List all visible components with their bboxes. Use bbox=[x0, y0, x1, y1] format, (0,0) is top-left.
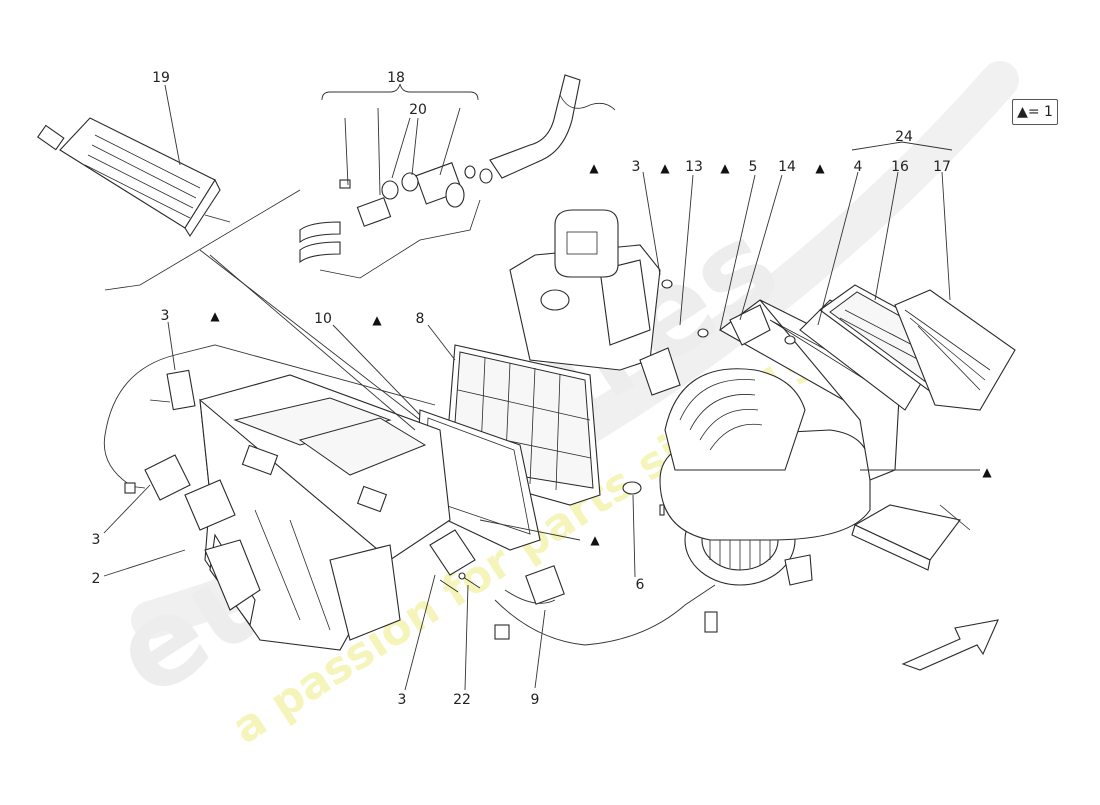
small-fasteners bbox=[639, 279, 796, 396]
triangle-marker-icon: ▲ bbox=[660, 161, 670, 175]
part-18-expansion-valve-group bbox=[104, 74, 616, 291]
callout-14: 14 bbox=[778, 159, 796, 175]
part-3-actuator-left-bottom bbox=[127, 454, 191, 501]
part-17-cabin-filter-outer bbox=[894, 289, 1016, 411]
callout-16: 16 bbox=[891, 159, 909, 175]
part-blower-scroll-housing bbox=[659, 299, 901, 541]
callout-3-left-top: 3 bbox=[161, 308, 170, 324]
part-control-module bbox=[851, 504, 971, 571]
part-2-heater-housing bbox=[184, 374, 451, 651]
triangle-markers: ▲ ▲ ▲ ▲ ▲ ▲ ▲ ▲ bbox=[210, 161, 992, 547]
callout-6: 6 bbox=[636, 577, 645, 593]
callout-labels: 19 18 20 24 3 13 5 14 4 16 17 10 8 3 3 2… bbox=[92, 70, 951, 708]
part-air-distribution-duct bbox=[509, 209, 661, 371]
callout-19: 19 bbox=[152, 70, 170, 86]
triangle-marker-icon: ▲ bbox=[589, 161, 599, 175]
callout-4: 4 bbox=[854, 159, 863, 175]
triangle-marker-icon: ▲ bbox=[372, 313, 382, 327]
part-3-actuator-bottom bbox=[429, 529, 476, 593]
callout-24: 24 bbox=[895, 129, 913, 145]
legend-box: ▲= 1 bbox=[1012, 99, 1058, 125]
triangle-marker-icon: ▲ bbox=[590, 533, 600, 547]
callout-13: 13 bbox=[685, 159, 703, 175]
callout-3-top: 3 bbox=[632, 159, 641, 175]
triangle-marker-icon: ▲ bbox=[720, 161, 730, 175]
leader-lines bbox=[103, 84, 980, 691]
callout-22: 22 bbox=[453, 692, 471, 708]
part-9-wiring-harness bbox=[494, 565, 718, 646]
direction-arrow-icon bbox=[901, 619, 999, 671]
part-19-filter-element bbox=[37, 117, 231, 238]
triangle-marker-icon: ▲ bbox=[815, 161, 825, 175]
callout-18: 18 bbox=[387, 70, 405, 86]
callout-17: 17 bbox=[933, 159, 951, 175]
callout-3-bottom: 3 bbox=[398, 692, 407, 708]
callout-5: 5 bbox=[749, 159, 758, 175]
callout-10: 10 bbox=[314, 311, 332, 327]
triangle-marker-icon: ▲ bbox=[210, 309, 220, 323]
part-22-temperature-sensor bbox=[458, 572, 481, 589]
callout-3-left-bottom: 3 bbox=[92, 532, 101, 548]
callout-8: 8 bbox=[416, 311, 425, 327]
triangle-marker-icon: ▲ bbox=[982, 465, 992, 479]
callout-9: 9 bbox=[531, 692, 540, 708]
callout-20: 20 bbox=[409, 102, 427, 118]
callout-2: 2 bbox=[92, 571, 101, 587]
part-6-grommet bbox=[622, 481, 665, 516]
part-3-actuator-left-top bbox=[149, 369, 196, 411]
